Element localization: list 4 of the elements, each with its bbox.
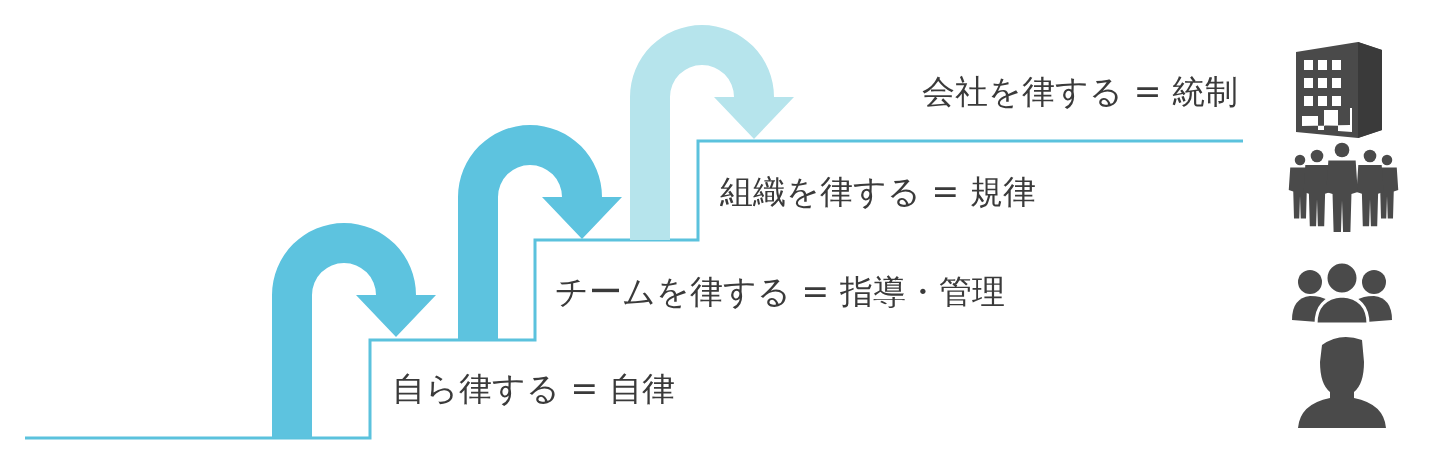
step-label: 組織を律する = 規律: [720, 175, 1036, 208]
step-label: 会社を律する = 統制: [922, 75, 1238, 108]
step-label: 自ら律する = 自律: [392, 372, 675, 405]
step-label: チームを律する = 指導・管理: [555, 275, 1005, 308]
